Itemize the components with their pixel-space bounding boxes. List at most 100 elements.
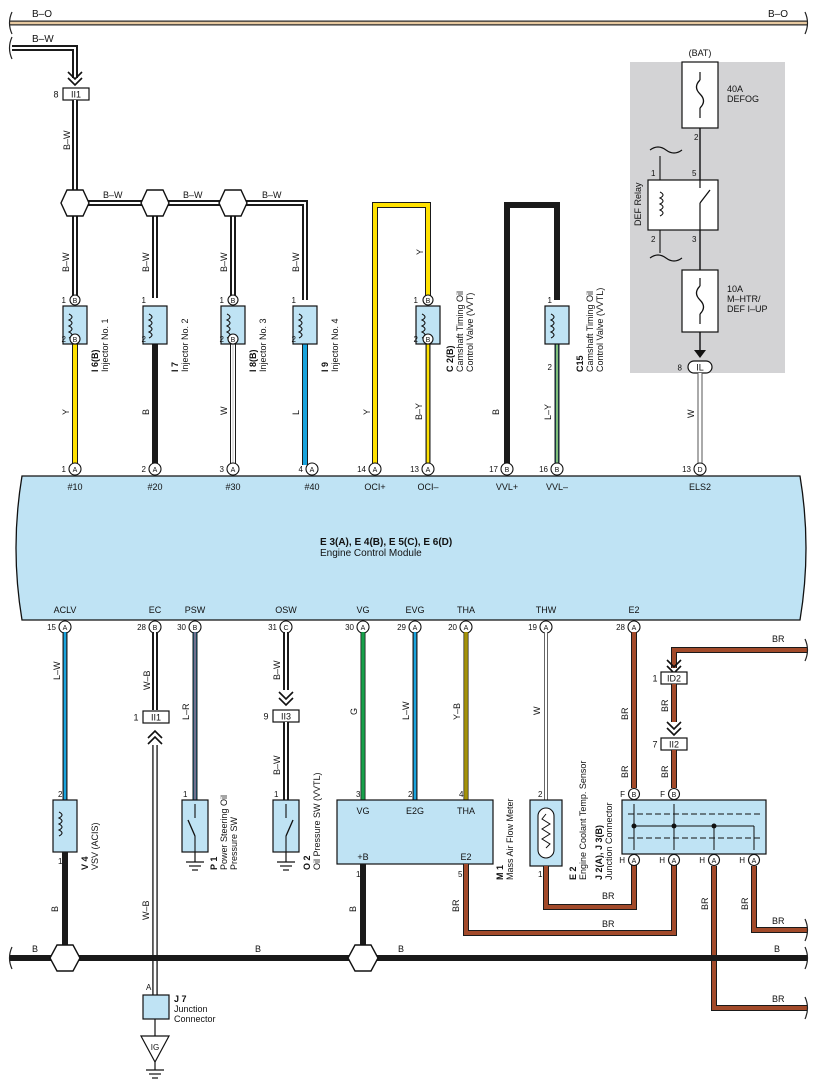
svg-text:4: 4 [459,790,464,799]
feed-wire-label: B–W [32,34,54,45]
coil-icon [549,313,555,339]
svg-text:DEF Relay: DEF Relay [633,182,643,226]
maf-circuit: G L–W Y–B 3 2 4 VG E2G THA +B E2 1 5 M 1… [336,632,677,945]
fuse-defog [681,61,719,129]
splice-point [218,189,248,217]
arrow-down-icon [694,350,706,358]
svg-text:DEFOG: DEFOG [727,94,759,104]
svg-text:2: 2 [414,335,419,344]
svg-text:P 1: P 1 [209,857,219,870]
svg-text:1: 1 [548,296,553,305]
ground-bus: B B B B [8,944,809,972]
svg-text:B–W: B–W [219,252,229,272]
psw-circuit: L–R 1 P 1 Power Steering Oil Pressure SW [181,632,239,871]
injector-code: I 8(B) [248,349,258,372]
ecm-terminal-label: #40 [304,482,319,492]
ocv-vvt-code: C 2(B) [445,345,455,372]
svg-text:2: 2 [58,790,63,799]
aclv-circuit: L–W 2 1 V 4 VSV (ACIS) B [50,632,100,945]
ecm-terminal-label: OCI– [417,482,438,492]
connector-ii1-lower [142,710,170,724]
svg-text:29: 29 [397,623,406,632]
svg-text:B: B [73,298,78,305]
ecm-terminal-label: ELS2 [689,482,711,492]
svg-text:Connector: Connector [174,1014,216,1024]
ocv-vvtl-code: C15 [575,355,585,372]
ecm-top-pin: A2#20 [142,462,163,492]
svg-text:J 2(A), J 3(B): J 2(A), J 3(B) [594,825,604,880]
svg-text:II3: II3 [281,712,291,722]
svg-text:II1: II1 [151,713,161,723]
ecm-terminal-label: VVL– [546,482,568,492]
svg-text:W–B: W–B [142,670,152,690]
svg-text:Power Steering Oil: Power Steering Oil [219,795,229,870]
splice-point [347,944,379,972]
svg-text:2: 2 [538,790,543,799]
double-chevron-icon [278,691,294,707]
svg-text:2: 2 [142,335,147,344]
injector-code: I 6(B) [90,349,100,372]
svg-text:O 2: O 2 [302,855,312,870]
coil-icon [658,191,664,217]
junction-connector-body [621,799,767,855]
svg-text:BR: BR [620,765,630,778]
svg-text:Control Valve (VVTL): Control Valve (VVTL) [595,288,605,372]
svg-text:BR: BR [660,699,670,712]
top-bus: B–O B–O [8,9,809,35]
svg-text:B: B [632,792,637,799]
svg-text:A: A [63,625,68,632]
svg-text:B–W: B–W [272,660,282,680]
svg-text:A: A [413,625,418,632]
svg-text:B–W: B–W [291,252,301,272]
svg-text:BR: BR [772,994,785,1004]
svg-text:13: 13 [410,465,419,474]
splice-point [49,944,81,972]
svg-text:BR: BR [740,897,750,910]
switch-contact-icon [699,189,711,204]
svg-text:B: B [50,906,60,912]
ocv-vvtl-body [544,305,570,345]
svg-text:A: A [373,467,378,474]
svg-text:1: 1 [274,790,279,799]
svg-text:B: B [153,625,158,632]
svg-text:W–B: W–B [141,900,151,920]
ecm-top-pins: A1#10A2#20A3#30A4#40A14OCI+A13OCI–B17VVL… [62,462,711,492]
maf-body [336,799,494,865]
svg-text:THA: THA [457,806,475,816]
ocv-vvtl: B L–Y 1 2 C15 Camshaft Timing Oil Contro… [491,202,605,465]
svg-text:B: B [491,409,501,415]
splice-point [140,189,170,217]
svg-text:15: 15 [47,623,56,632]
svg-text:B–W: B–W [103,190,123,200]
svg-text:Y: Y [362,409,372,415]
svg-text:B–W: B–W [61,252,71,272]
svg-text:W: W [686,409,696,418]
ecm-terminal-label: THW [536,605,557,615]
svg-text:B: B [193,625,198,632]
svg-text:B–W: B–W [141,252,151,272]
svg-text:B: B [555,467,560,474]
svg-text:A: A [73,467,78,474]
svg-text:H: H [619,856,625,865]
svg-text:17: 17 [489,465,498,474]
ecm-title: E 3(A), E 4(B), E 5(C), E 6(D) [320,537,452,548]
ecm-terminal-label: #30 [225,482,240,492]
svg-text:2: 2 [694,133,699,142]
coil-icon [147,313,153,339]
ecm-terminal-label: VG [356,605,369,615]
svg-text:14: 14 [357,465,366,474]
bw-feed: B–W II1 8 B–W [8,34,90,190]
svg-text:B: B [672,792,677,799]
svg-text:L–W: L–W [52,661,62,680]
svg-text:3: 3 [356,790,361,799]
switch-contact-icon [285,819,294,837]
injector-name: Injector No. 1 [100,318,110,372]
svg-text:J 7: J 7 [174,994,187,1004]
